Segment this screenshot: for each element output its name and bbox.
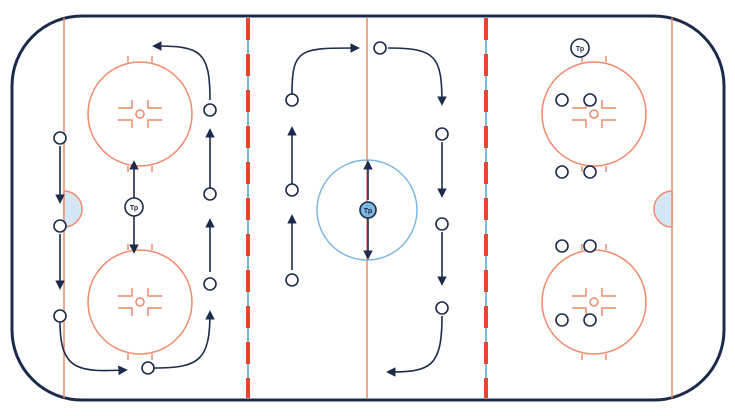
player-marker: [435, 217, 449, 231]
player-marker: [555, 313, 569, 327]
player-marker: [285, 183, 299, 197]
arrow: [387, 47, 447, 106]
faceoff-circle-left-bottom: [87, 244, 193, 360]
arrow: [152, 41, 211, 101]
faceoff-circle-left-top: [87, 56, 193, 172]
player-marker: [555, 239, 569, 253]
player-marker: [555, 165, 569, 179]
player-marker: [583, 165, 597, 179]
players: [53, 41, 597, 375]
coach-label: Тр: [130, 205, 138, 212]
arrow: [153, 310, 215, 369]
player-marker: [583, 239, 597, 253]
player-marker: [435, 127, 449, 141]
goal-crease-right: [653, 190, 673, 228]
coach-label: Тр: [576, 46, 584, 53]
coach-label: Тр: [364, 208, 372, 215]
faceoff-dot: [135, 297, 145, 307]
player-marker: [285, 273, 299, 287]
coach-right: Тр: [570, 38, 590, 58]
drill-arrows: [55, 41, 447, 377]
arrow: [291, 43, 360, 95]
player-marker: [285, 93, 299, 107]
player-marker: [583, 313, 597, 327]
player-marker: [53, 309, 67, 323]
center-circle: [316, 159, 418, 261]
player-marker: [203, 187, 217, 201]
faceoff-dot: [589, 109, 599, 119]
coach-left: Тр: [124, 197, 144, 217]
player-marker: [435, 301, 449, 315]
player-marker: [583, 93, 597, 107]
player-marker: [141, 361, 155, 375]
player-marker: [53, 219, 67, 233]
player-marker: [203, 103, 217, 117]
goal-crease-left: [63, 190, 83, 228]
arrow: [59, 321, 128, 376]
faceoff-dot: [135, 109, 145, 119]
player-marker: [555, 93, 569, 107]
faceoff-dot: [589, 297, 599, 307]
arrow: [386, 315, 443, 377]
player-marker: [53, 131, 67, 145]
player-marker: [373, 41, 387, 55]
player-marker: [203, 277, 217, 291]
coach-center: Тр: [359, 201, 377, 219]
